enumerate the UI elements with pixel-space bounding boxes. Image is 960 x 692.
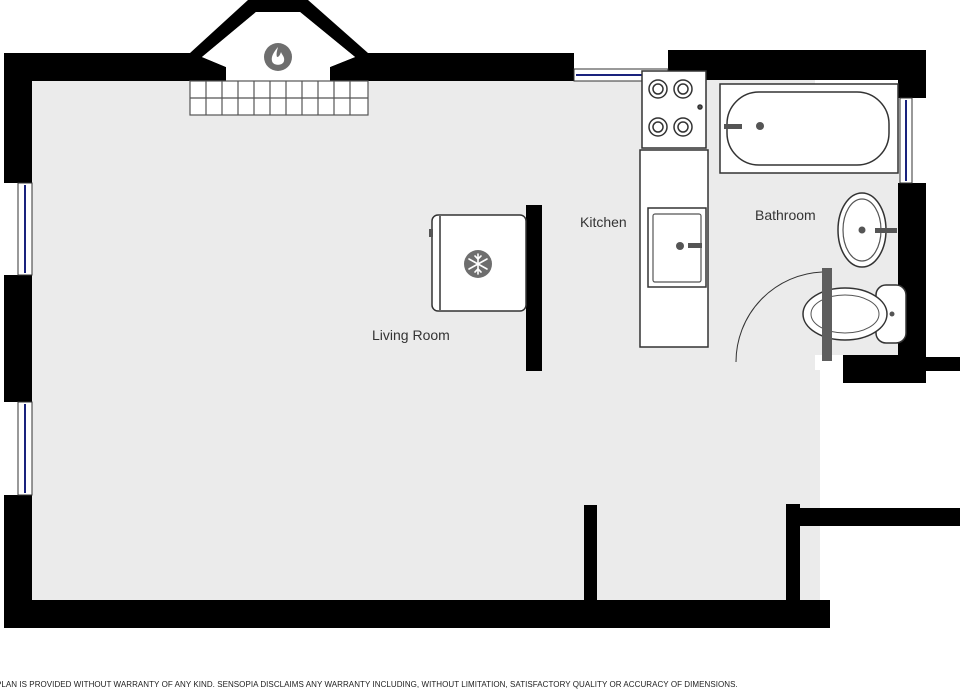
room-labels: Living Room Kitchen Bathroom [372, 207, 816, 343]
wall-right-top [898, 50, 926, 98]
wall-left-mid [4, 275, 32, 402]
fireplace [189, 12, 369, 116]
fireplace-surround [190, 0, 368, 81]
wall-top-left [4, 53, 190, 81]
refrigerator [429, 214, 527, 312]
hearth-tiles [189, 80, 369, 116]
kitchen-sink [647, 207, 707, 288]
bathroom-door [735, 268, 832, 363]
kitchen-fixtures [639, 70, 709, 348]
stove [641, 70, 707, 149]
wall-top-middle [368, 53, 574, 81]
wall-right-stub [926, 357, 960, 371]
disclaimer-text: PLAN IS PROVIDED WITHOUT WARRANTY OF ANY… [0, 680, 738, 689]
walls [4, 0, 960, 628]
bathroom-sink [837, 192, 897, 268]
living-room-label: Living Room [372, 327, 450, 343]
bathroom-fixtures [719, 83, 907, 363]
toilet [802, 284, 907, 344]
partition-living [526, 205, 542, 371]
bathroom-label: Bathroom [755, 207, 816, 223]
wall-entry-horizontal [786, 508, 960, 526]
fireplace-firebox [202, 12, 355, 67]
partition-bottom [584, 505, 597, 602]
wall-top-right [668, 50, 926, 80]
wall-bottom [4, 600, 830, 628]
entry-floor [800, 370, 820, 600]
bathtub [719, 83, 899, 174]
wall-entry-vertical [786, 504, 800, 604]
fireplace-insert [226, 67, 330, 81]
wall-right-notch [843, 355, 926, 383]
kitchen-label: Kitchen [580, 214, 627, 230]
